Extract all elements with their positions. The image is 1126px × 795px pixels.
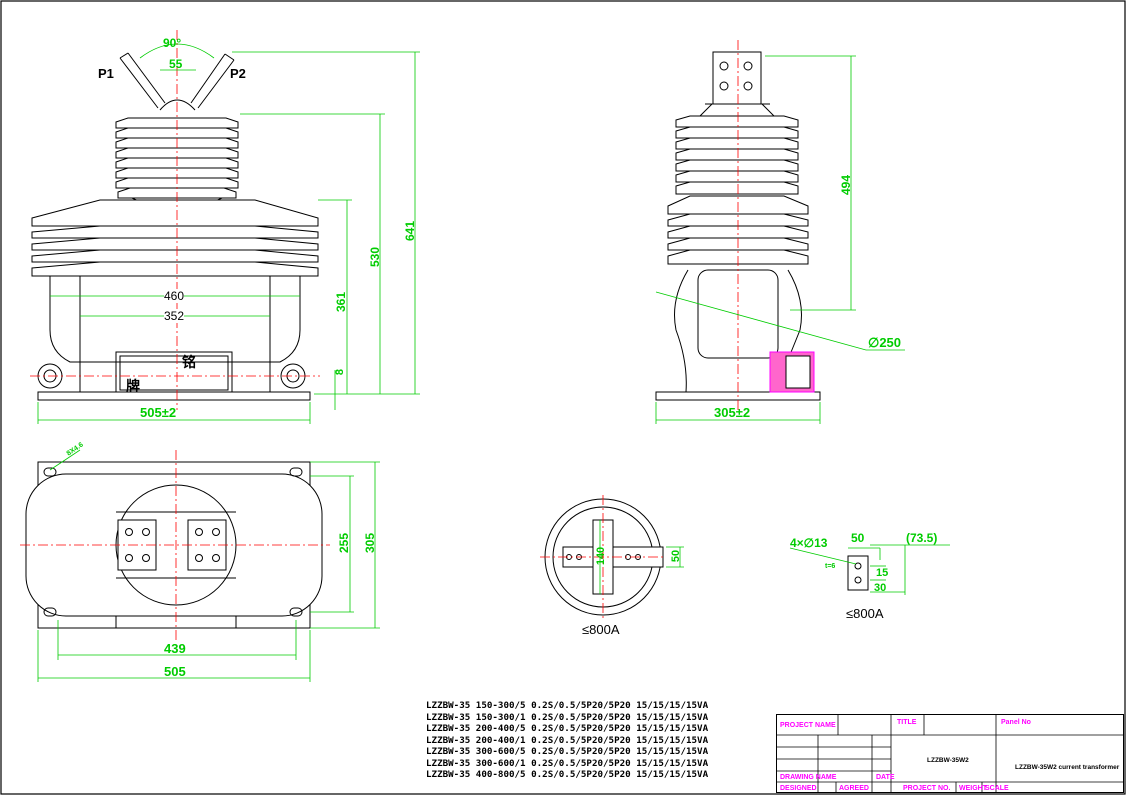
terminal-label-p2: P2: [230, 66, 246, 81]
holes-spec-label: 4×∅13: [790, 536, 828, 550]
panel-no-label: Panel No: [1001, 719, 1031, 726]
agreed-label: AGREED: [839, 785, 869, 792]
model-spec-list: LZZBW-35 150-300/5 0.2S/0.5/5P20/5P20 15…: [426, 700, 708, 781]
dim-15-label: 15: [876, 567, 889, 579]
inner-width-439-label: 439: [164, 641, 186, 656]
title-label: TITLE: [897, 719, 917, 726]
angle-label: 90°: [163, 36, 182, 50]
width-352-label: 352: [164, 309, 185, 323]
spec-line: LZZBW-35 200-400/1 0.2S/0.5/5P20/5P20 15…: [426, 734, 709, 746]
outer-width-505-label: 505: [164, 664, 186, 679]
diameter-250-label: ∅250: [868, 335, 902, 350]
thickness-label: t=6: [825, 563, 836, 570]
spec-line: LZZBW-35 150-300/5 0.2S/0.5/5P20/5P20 15…: [426, 700, 709, 711]
base-width-side-label: 305±2: [714, 405, 751, 420]
spec-line: LZZBW-35 400-800/5 0.2S/0.5/5P20/5P20 15…: [426, 769, 709, 780]
project-name-label: PROJECT NAME: [780, 722, 836, 729]
title-block-grid: [776, 714, 1124, 793]
height-530-label: 530: [368, 246, 383, 268]
rating-small-label: ≤800A: [846, 606, 884, 621]
terminal-label-p1: P1: [98, 66, 114, 81]
spec-line: LZZBW-35 300-600/5 0.2S/0.5/5P20/5P20 15…: [426, 746, 709, 757]
base-width-front-label: 505±2: [140, 405, 177, 420]
dim-50-round-label: 50: [670, 549, 683, 563]
rating-round-label: ≤800A: [582, 622, 620, 637]
terminal-detail-small: [847, 555, 869, 591]
side-height-494-label: 494: [839, 174, 854, 196]
scale-label: SCALE: [985, 785, 1009, 792]
description-value: LZZBW-35W2 current transformer: [1015, 764, 1120, 771]
hole-spec-label: 8X4.6: [65, 441, 85, 458]
nameplate-char-2: 牌: [126, 378, 140, 394]
width-460-label: 460: [164, 289, 185, 303]
dim-30-label: 30: [874, 582, 887, 594]
side-view-dimensions: [655, 55, 905, 424]
spec-line: LZZBW-35 150-300/1 0.2S/0.5/5P20/5P20 15…: [426, 711, 709, 723]
designed-label: DESIGNED: [780, 785, 817, 792]
offset-73-5-label: (73.5): [906, 531, 938, 545]
front-view-dimensions: [37, 43, 420, 424]
spec-line: LZZBW-35 300-600/1 0.2S/0.5/5P20/5P20 15…: [426, 757, 709, 769]
dim-140-label: 140: [595, 546, 608, 566]
height-641-label: 641: [403, 220, 418, 242]
drawing-name-label: DRAWING NAME: [780, 774, 837, 781]
height-361-label: 361: [334, 291, 349, 313]
width-50-small-label: 50: [851, 531, 865, 545]
model-value: LZZBW-35W2: [927, 757, 969, 764]
spec-line: LZZBW-35 200-400/5 0.2S/0.5/5P20/5P20 15…: [426, 723, 709, 734]
project-no-label: PROJECT NO.: [903, 785, 951, 792]
terminal-spacing-label: 55: [169, 57, 183, 71]
nameplate-char-1: 铭: [182, 354, 196, 370]
title-block: PROJECT NAME TITLE Panel No DRAWING NAME…: [776, 714, 1124, 793]
plan-view-dimensions: [37, 449, 380, 682]
height-8-label: 8: [334, 368, 347, 376]
outer-height-305-label: 305: [363, 532, 378, 554]
weight-label: WEIGHT: [959, 785, 987, 792]
inner-height-255-label: 255: [337, 532, 352, 554]
date-label: DATE: [876, 774, 895, 781]
